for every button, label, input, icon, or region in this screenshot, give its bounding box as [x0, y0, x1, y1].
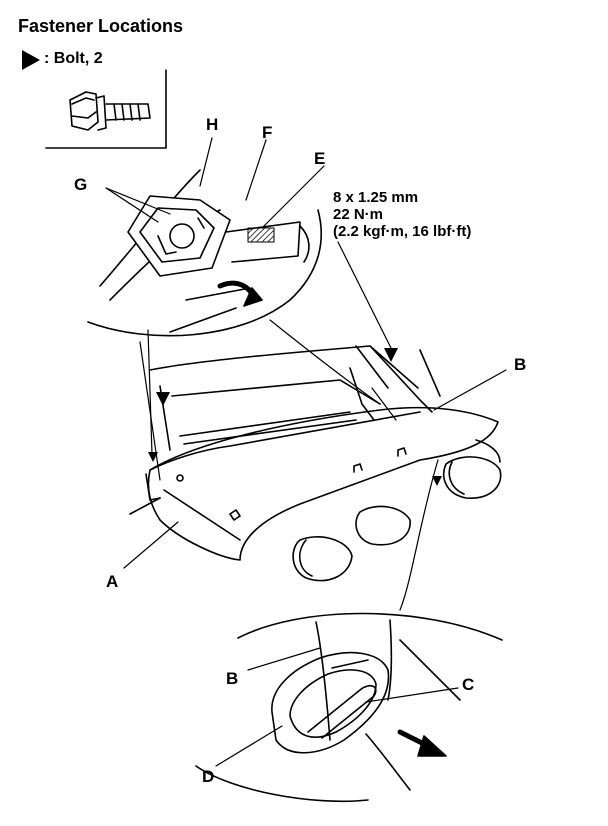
diagram-title: Fastener Locations — [18, 16, 184, 36]
callout-a: A — [106, 572, 119, 591]
callout-e: E — [314, 149, 326, 168]
bolt-arrowhead-right — [384, 348, 398, 362]
legend-text: : Bolt, 2 — [44, 50, 103, 67]
bolt-arrowhead-legend — [22, 50, 40, 70]
callout-g: G — [74, 175, 88, 194]
torque-size: 8 x 1.25 mm — [333, 189, 419, 206]
bolt-arrowhead-left — [156, 392, 170, 406]
bolt-icon — [69, 91, 151, 131]
hatched-area — [247, 227, 275, 243]
callout-b-main: B — [514, 355, 527, 374]
torque-nm: 22 N·m — [333, 206, 384, 223]
legend-box — [45, 69, 167, 149]
callout-c: C — [462, 675, 475, 694]
lower-detail-inset — [195, 612, 503, 803]
torque-imperial: (2.2 kgf·m, 16 lbf·ft) — [333, 223, 472, 240]
callout-b-detail: B — [226, 669, 239, 688]
callout-d: D — [202, 767, 215, 786]
leader-lines — [105, 137, 507, 767]
seat-assembly — [129, 345, 502, 582]
upper-detail-inset — [87, 169, 323, 337]
callout-f: F — [262, 123, 273, 142]
callout-h: H — [206, 115, 219, 134]
